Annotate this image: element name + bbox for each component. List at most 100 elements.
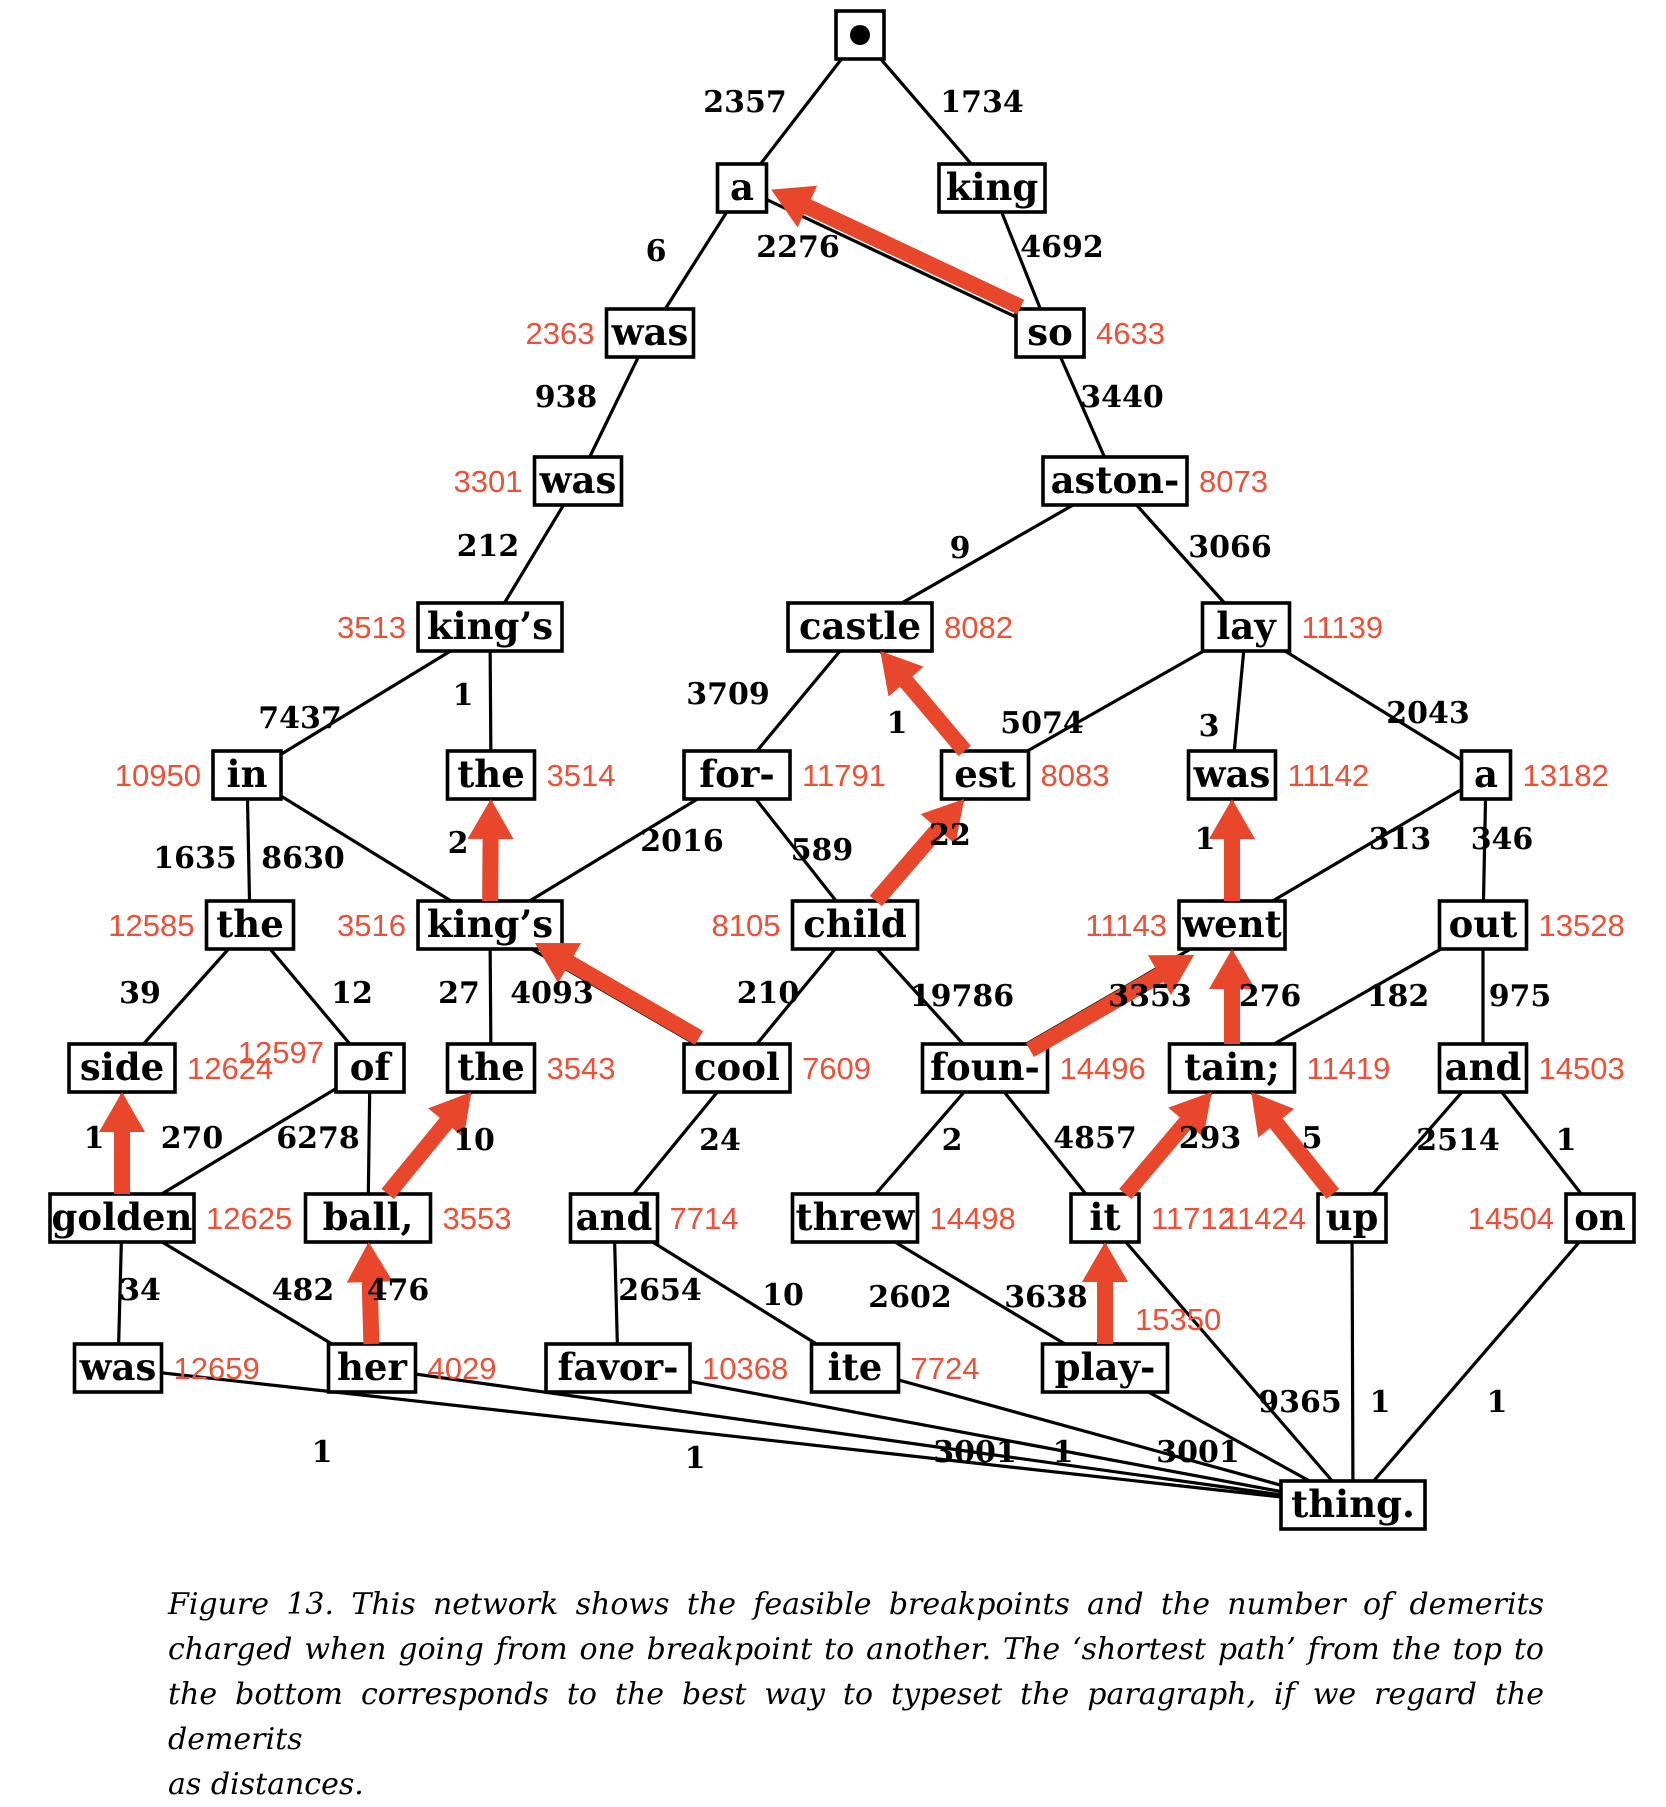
node-king: king xyxy=(939,164,1045,212)
node-it: it xyxy=(1071,1194,1139,1242)
total-demerits-lay: 11139 xyxy=(1302,610,1384,645)
total-demerits-kings6: 3516 xyxy=(337,908,406,943)
total-demerits-golden: 12625 xyxy=(206,1201,292,1236)
node-the7: the xyxy=(448,1044,535,1092)
node-word-lay: lay xyxy=(1216,604,1277,648)
node-word-cool: cool xyxy=(694,1045,780,1089)
node-kings4: king’s xyxy=(418,603,562,651)
arrow-shaft xyxy=(901,675,965,751)
demerits-it-play: 3638 xyxy=(1004,1280,1088,1315)
node-child: child xyxy=(793,901,918,949)
total-demerits-the5: 3514 xyxy=(547,758,616,793)
demerits-was2-was3: 938 xyxy=(535,380,598,415)
demerits-start-king: 1734 xyxy=(940,85,1024,120)
total-demerits-castle: 8082 xyxy=(944,610,1013,645)
node-kings6: king’s xyxy=(418,901,562,949)
demerits-a5-out: 346 xyxy=(1471,822,1534,857)
node-word-and8: and xyxy=(576,1195,653,1239)
node-castle: castle xyxy=(788,603,932,651)
best-path-arrow-play-it xyxy=(1082,1242,1128,1344)
demerits-and8-ite: 10 xyxy=(762,1278,804,1313)
caption-line-3: the bottom corresponds to the best way t… xyxy=(168,1672,1544,1762)
total-demerits-threw: 14498 xyxy=(930,1201,1016,1236)
node-word-of: of xyxy=(350,1045,393,1089)
node-the6: the xyxy=(207,901,294,949)
node-and8: and xyxy=(571,1194,658,1242)
demerits-ball-her: 476 xyxy=(367,1273,430,1308)
node-ite: ite xyxy=(812,1344,899,1392)
node-her: her xyxy=(329,1344,416,1392)
best-path-arrow-golden-side xyxy=(99,1092,145,1194)
node-foun: foun- xyxy=(923,1044,1048,1092)
node-in: in xyxy=(213,751,281,799)
demerits-tain-up: 5 xyxy=(1302,1121,1323,1156)
node-play: play- xyxy=(1043,1344,1168,1392)
demerits-went-foun: 3353 xyxy=(1108,979,1192,1014)
total-demerits-up: 11424 xyxy=(1222,1201,1306,1236)
node-was5: was xyxy=(1189,751,1276,799)
node-word-it: it xyxy=(1089,1195,1120,1239)
node-the5: the xyxy=(448,751,535,799)
arrow-head-icon xyxy=(468,799,514,839)
best-path-arrow-went-was5 xyxy=(1209,799,1255,901)
demerits-and8-favor: 2654 xyxy=(618,1273,702,1308)
demerits-golden-her: 482 xyxy=(272,1273,335,1308)
node-for5: for- xyxy=(684,751,790,799)
total-demerits-child: 8105 xyxy=(712,908,781,943)
total-demerits-favor: 10368 xyxy=(702,1351,788,1386)
caption-line-4: as distances. xyxy=(168,1762,1544,1807)
node-word-castle: castle xyxy=(799,604,921,648)
node-word-ball: ball, xyxy=(323,1195,414,1239)
arrow-head-icon xyxy=(1082,1242,1128,1282)
node-word-kings6: king’s xyxy=(427,902,553,946)
total-demerits-her: 4029 xyxy=(428,1351,497,1386)
node-est: est xyxy=(942,751,1029,799)
demerits-king-so: 4692 xyxy=(1020,230,1104,265)
demerits-est-child: 22 xyxy=(929,818,971,853)
node-ball: ball, xyxy=(306,1194,431,1242)
node-word-the5: the xyxy=(457,752,525,796)
node-word-a1: a xyxy=(730,165,754,209)
demerits-kings4-in: 7437 xyxy=(258,701,342,736)
arrow-head-icon xyxy=(99,1092,145,1132)
demerits-a1-was2: 6 xyxy=(646,234,667,269)
demerits-threw-play: 2602 xyxy=(868,1280,952,1315)
demerits-in-the6: 1635 xyxy=(153,841,237,876)
demerits-lay-a5: 2043 xyxy=(1386,696,1470,731)
total-demerits-tain: 11419 xyxy=(1307,1051,1391,1086)
total-demerits-for5: 11791 xyxy=(802,758,886,793)
node-word-and7: and xyxy=(1445,1045,1522,1089)
demerits-and7-on: 1 xyxy=(1556,1123,1577,1158)
demerits-and7-up: 2514 xyxy=(1416,1123,1500,1158)
demerits-child-foun: 19786 xyxy=(910,979,1014,1014)
total-demerits-ite: 7724 xyxy=(911,1351,980,1386)
node-thing: thing. xyxy=(1281,1481,1425,1529)
node-of: of xyxy=(336,1044,404,1092)
node-lay: lay xyxy=(1203,603,1290,651)
node-out: out xyxy=(1440,901,1527,949)
arrow-head-icon xyxy=(1209,799,1255,839)
node-up: up xyxy=(1318,1194,1386,1242)
edge-up-thing xyxy=(1352,1218,1353,1505)
demerits-a1-so: 2276 xyxy=(756,230,840,265)
demerits-for5-child: 589 xyxy=(791,833,854,868)
total-demerits-was2: 2363 xyxy=(526,316,595,351)
total-demerits-and7: 14503 xyxy=(1539,1051,1625,1086)
node-word-threw: threw xyxy=(796,1195,916,1239)
demerits-play-thing: 3001 xyxy=(1156,1435,1240,1470)
total-demerits-was9: 12659 xyxy=(174,1351,260,1386)
demerits-kings6-cool: 4093 xyxy=(510,976,594,1011)
demerits-out-and7: 975 xyxy=(1489,979,1552,1014)
demerits-was3-kings4: 212 xyxy=(457,529,520,564)
demerits-was5-went: 1 xyxy=(1195,822,1216,857)
node-word-the7: the xyxy=(457,1045,525,1089)
node-word-ite: ite xyxy=(828,1345,883,1389)
demerits-lay-est: 5074 xyxy=(1000,706,1084,741)
edge-on-thing xyxy=(1353,1218,1600,1505)
demerits-in-kings6: 8630 xyxy=(261,841,345,876)
demerits-tain-it: 293 xyxy=(1179,1121,1242,1156)
demerits-the6-of: 12 xyxy=(331,976,373,1011)
demerits-aston-castle: 9 xyxy=(950,531,971,566)
demerits-up-thing: 1 xyxy=(1370,1385,1391,1420)
node-golden: golden xyxy=(50,1194,194,1242)
